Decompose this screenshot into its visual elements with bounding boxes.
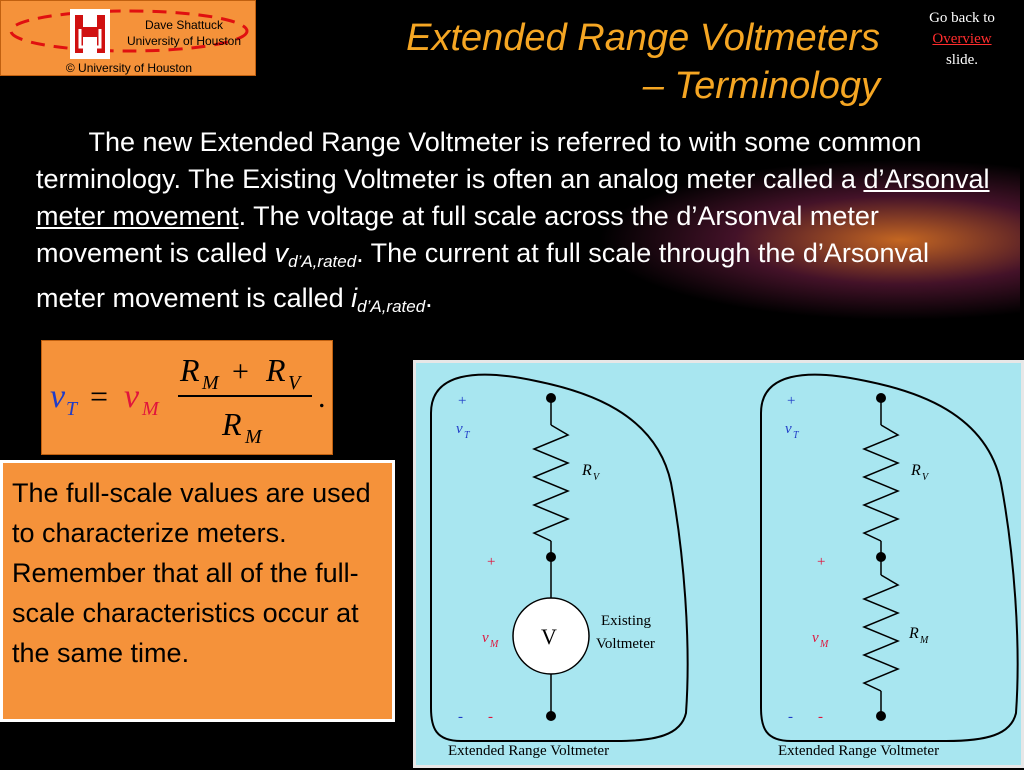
svg-text:Existing: Existing	[601, 613, 652, 629]
right-caption: Extended Range Voltmeter	[778, 743, 939, 759]
overview-link[interactable]: Overview	[932, 31, 992, 47]
right-terminal-bottom	[876, 711, 886, 721]
svg-text:+: +	[817, 554, 825, 570]
den-sub: M	[244, 426, 263, 448]
university-logo-box: Dave Shattuck University of Houston © Un…	[0, 0, 256, 76]
svg-text:v: v	[482, 630, 489, 646]
right-boundary	[760, 373, 1019, 742]
equals-sign: =	[90, 378, 108, 414]
svg-text:T: T	[464, 430, 471, 441]
rhs-v: v	[124, 378, 140, 415]
right-rm-resistor-icon	[862, 574, 900, 692]
left-terminal-bottom	[546, 711, 556, 721]
left-caption: Extended Range Voltmeter	[448, 743, 609, 759]
lhs-v: v	[50, 378, 66, 415]
svg-text:V: V	[593, 472, 601, 483]
num-r2: R	[265, 352, 286, 388]
svg-text:M: M	[819, 639, 829, 650]
left-rv-resistor-icon	[532, 424, 570, 542]
left-boundary	[430, 373, 689, 742]
svg-text:v: v	[785, 421, 792, 437]
voltage-formula: v T = v M R M + R V R M .	[41, 340, 333, 455]
go-back-nav: Go back to Overview slide.	[929, 10, 995, 68]
num-r1: R	[179, 352, 200, 388]
svg-text:-: -	[818, 709, 823, 725]
svg-text:+: +	[487, 554, 495, 570]
lhs-sub: T	[66, 398, 79, 420]
darsonval-link[interactable]: d’Arsonval meter movement	[36, 164, 990, 231]
svg-text:T: T	[793, 430, 800, 441]
svg-text:R: R	[581, 462, 592, 479]
uh-logo-icon	[70, 9, 110, 59]
formula-period: .	[318, 381, 326, 414]
rhs-sub: M	[141, 398, 160, 420]
svg-text:R: R	[910, 462, 921, 479]
svg-text:+: +	[787, 393, 795, 409]
num-r2-sub: V	[288, 372, 303, 394]
body-paragraph: The new Extended Range Voltmeter is refe…	[36, 127, 990, 316]
plus-sign: +	[232, 355, 249, 388]
svg-text:V: V	[541, 624, 557, 649]
svg-text:R: R	[908, 625, 919, 642]
svg-text:+: +	[458, 393, 466, 409]
note-box: The full-scale values are used to charac…	[0, 460, 395, 722]
svg-text:M: M	[919, 635, 929, 646]
svg-text:-: -	[788, 709, 793, 725]
svg-text:v: v	[456, 421, 463, 437]
slide-title: Extended Range Voltmeters – Terminology	[406, 17, 880, 107]
logo-author: Dave Shattuck University of Houston	[126, 18, 242, 48]
circuit-panel: + v T R V + v M V Existing Voltmeter - -…	[413, 360, 1024, 768]
svg-text:Voltmeter: Voltmeter	[596, 636, 655, 652]
svg-text:v: v	[812, 630, 819, 646]
svg-text:M: M	[489, 639, 499, 650]
logo-ring	[9, 9, 249, 53]
den-r: R	[221, 406, 242, 442]
svg-text:V: V	[922, 472, 930, 483]
logo-copyright: © University of Houston	[65, 61, 193, 75]
svg-text:-: -	[488, 709, 493, 725]
num-r1-sub: M	[201, 372, 220, 394]
right-rv-resistor-icon	[862, 424, 900, 542]
svg-text:-: -	[458, 709, 463, 725]
